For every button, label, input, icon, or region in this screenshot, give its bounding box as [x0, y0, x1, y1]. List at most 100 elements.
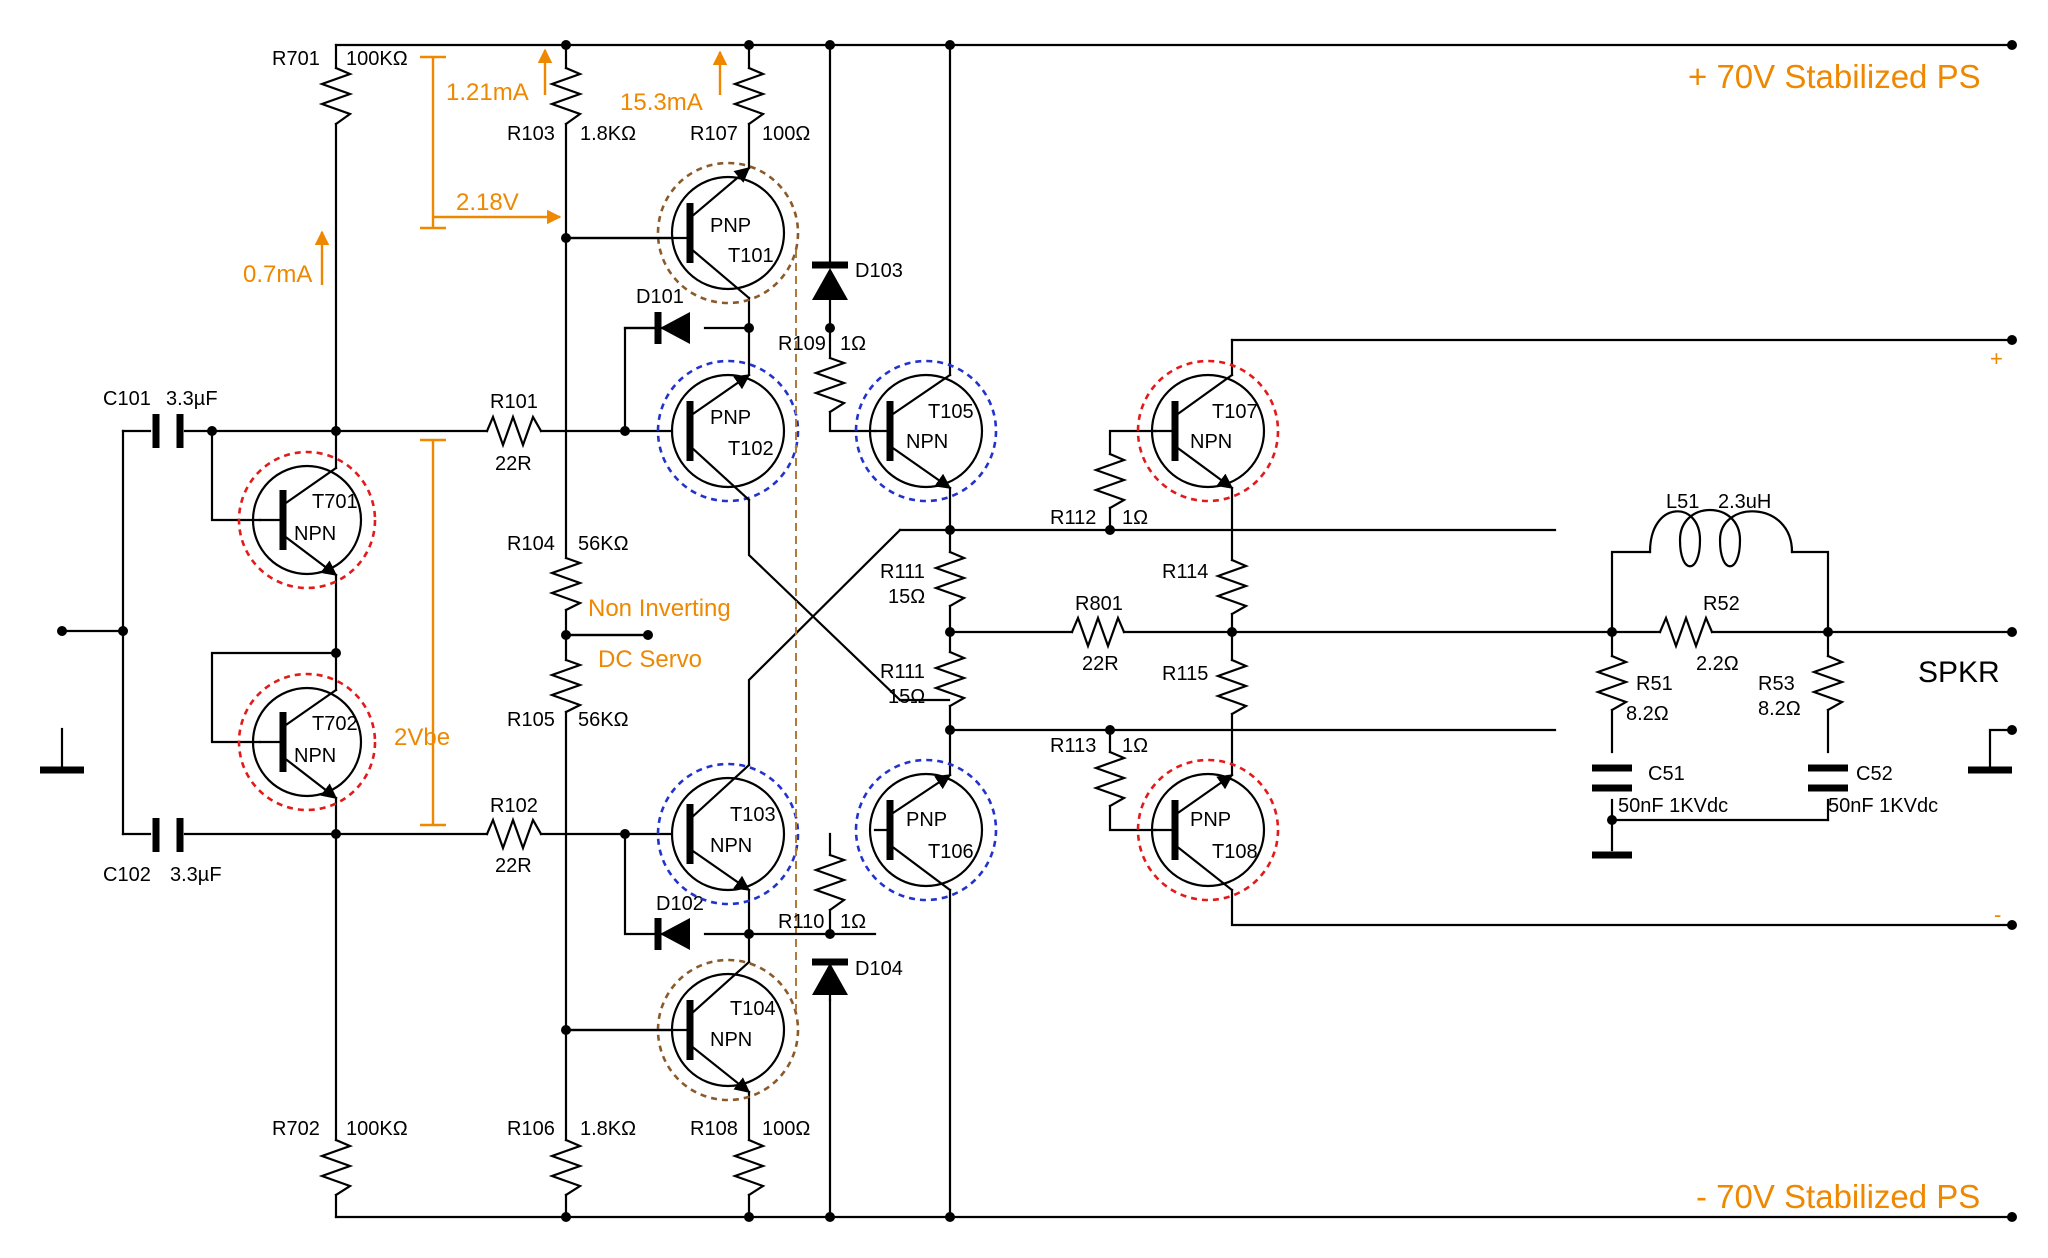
r109-ref: R109	[778, 333, 826, 355]
resistor-r105	[548, 658, 584, 714]
t108-ref: T108	[1212, 841, 1258, 863]
c52-ref: C52	[1856, 763, 1893, 785]
transistor-t104	[564, 958, 800, 1102]
d102-ref: D102	[656, 893, 704, 915]
resistor-r104	[548, 556, 584, 612]
bias-column-wires	[747, 40, 877, 1222]
current-arrow-r103	[420, 48, 562, 230]
r106-ref: R106	[507, 1118, 555, 1140]
transistor-t105	[854, 359, 998, 503]
input-ground-symbol	[40, 727, 84, 774]
t103-type: NPN	[710, 835, 752, 857]
r113-value: 1Ω	[1122, 735, 1148, 757]
r112-value: 1Ω	[1122, 507, 1148, 529]
t104-ref: T104	[730, 998, 776, 1020]
input-terminal	[57, 429, 338, 836]
c102-ref: C102	[103, 864, 151, 886]
transistor-t101	[564, 161, 800, 305]
t105-ref: T105	[928, 401, 974, 423]
r102-ref: R102	[490, 795, 538, 817]
speaker-label: SPKR	[1918, 656, 2000, 689]
t107-type: NPN	[1190, 431, 1232, 453]
l51-ref: L51	[1666, 491, 1699, 513]
resistor-r110	[812, 853, 848, 912]
resistor-r701	[318, 66, 354, 126]
r101-value: 22R	[495, 453, 532, 475]
transistor-t106	[854, 758, 998, 902]
resistor-r109	[812, 356, 848, 414]
c101-ref: C101	[103, 388, 151, 410]
capacitor-c52	[1808, 764, 1848, 792]
positive-rail	[334, 40, 2017, 50]
predriver-column-wires	[945, 40, 1557, 1222]
d104-ref: D104	[855, 958, 903, 980]
d101-ref: D101	[636, 286, 684, 308]
resistor-r702	[318, 1138, 354, 1197]
t105-type: NPN	[906, 431, 948, 453]
transistor-t701	[237, 450, 377, 590]
t101-ref: T101	[728, 245, 774, 267]
resistor-r111-upper	[932, 550, 968, 608]
resistor-r103	[548, 66, 584, 126]
negative-rail	[334, 1212, 2017, 1222]
vref-label: 2.18V	[456, 189, 519, 216]
r52-value: 2.2Ω	[1696, 653, 1739, 675]
r112-ref: R112	[1050, 507, 1096, 529]
r101-ref: R101	[490, 391, 538, 413]
r109-value: 1Ω	[840, 333, 866, 355]
t102-ref: T102	[728, 438, 774, 460]
r53-value: 8.2Ω	[1758, 698, 1801, 720]
resistor-r113	[1092, 750, 1128, 808]
r702-value: 100KΩ	[346, 1118, 408, 1140]
r103-value: 1.8KΩ	[580, 123, 636, 145]
diode-d102	[654, 918, 690, 950]
resistor-r107	[731, 66, 767, 126]
r111b-value: 15Ω	[888, 686, 925, 708]
t104-type: NPN	[710, 1029, 752, 1051]
dc-servo-tap	[564, 630, 653, 640]
r702-ref: R702	[272, 1118, 320, 1140]
output-plus-label: +	[1990, 346, 2003, 371]
r111b-ref: R111	[880, 661, 925, 683]
c101-value: 3.3µF	[166, 388, 218, 410]
c52-value: 50nF 1KVdc	[1828, 795, 1938, 817]
r51-value: 8.2Ω	[1626, 703, 1669, 725]
d103-ref: D103	[855, 260, 903, 282]
capacitor-c102	[152, 818, 184, 852]
r107-value: 100Ω	[762, 123, 810, 145]
current-r701-label: 0.7mA	[243, 261, 312, 288]
speaker-ground-symbol	[1968, 725, 2017, 774]
output-stage-wires	[1105, 335, 2017, 930]
r104-value: 56KΩ	[578, 533, 629, 555]
resistor-r111-lower	[932, 650, 968, 708]
t701-type: NPN	[294, 523, 336, 545]
transistor-t103	[656, 762, 800, 906]
transistor-t107	[1136, 359, 1280, 503]
r111a-ref: R111	[880, 561, 925, 583]
resistor-r53	[1810, 654, 1846, 712]
c51-ref: C51	[1648, 763, 1685, 785]
resistor-r115	[1214, 658, 1250, 716]
inductor-l51	[1648, 508, 1794, 568]
c51-value: 50nF 1KVdc	[1618, 795, 1728, 817]
r52-ref: R52	[1703, 593, 1740, 615]
r115-ref: R115	[1162, 663, 1208, 685]
transistor-t108	[1136, 758, 1280, 902]
resistor-r52	[1658, 614, 1714, 650]
resistor-r102	[485, 816, 543, 852]
servo-label-line2: DC Servo	[598, 646, 702, 673]
l51-value: 2.3uH	[1718, 491, 1771, 513]
r105-ref: R105	[507, 709, 555, 731]
capacitor-c101	[152, 414, 184, 448]
r104-ref: R104	[507, 533, 555, 555]
r110-value: 1Ω	[840, 911, 866, 933]
t106-ref: T106	[928, 841, 974, 863]
r111a-value: 15Ω	[888, 586, 925, 608]
r108-value: 100Ω	[762, 1118, 810, 1140]
vbe-multiplier-wires	[207, 43, 627, 1219]
t107-ref: T107	[1212, 401, 1258, 423]
output-minus-label: -	[1994, 902, 2001, 927]
r102-value: 22R	[495, 855, 532, 877]
t101-type: PNP	[710, 215, 751, 237]
t102-type: PNP	[710, 407, 751, 429]
